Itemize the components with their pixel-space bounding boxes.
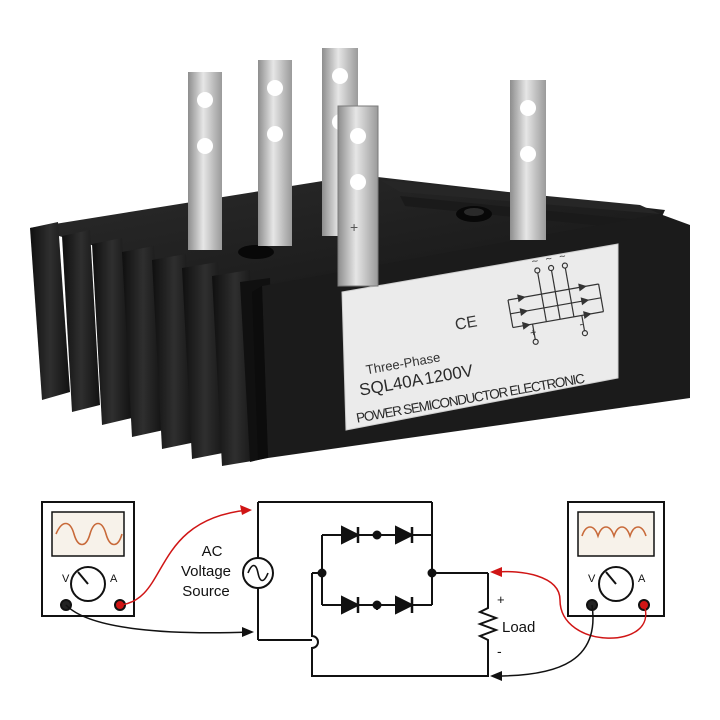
label-minus: - bbox=[578, 318, 584, 331]
load-resistor bbox=[477, 600, 499, 677]
load-plus-label: + bbox=[497, 592, 505, 607]
ac-voltage-source bbox=[242, 501, 432, 641]
terminal-2 bbox=[258, 60, 292, 246]
source-label-line3: Source bbox=[182, 583, 230, 600]
ce-mark: CE bbox=[454, 313, 479, 334]
svg-text:+: + bbox=[350, 219, 358, 235]
diode-4 bbox=[395, 595, 415, 615]
meter-left: V A bbox=[41, 501, 135, 617]
probe-right-black bbox=[495, 604, 594, 677]
diode-3 bbox=[341, 595, 361, 615]
meter-left-a-label: A bbox=[110, 573, 118, 585]
meter-right-a-label: A bbox=[638, 573, 646, 585]
load-minus-label: - bbox=[497, 643, 502, 659]
terminal-5 bbox=[510, 80, 546, 240]
label-ac-3: ~ bbox=[558, 250, 566, 263]
label-ac-1: ~ bbox=[531, 255, 539, 268]
probe-left-black bbox=[65, 604, 251, 634]
label-bridge-symbol: ~ ~ ~ + - bbox=[507, 250, 605, 345]
diode-1 bbox=[341, 525, 361, 545]
label-ac-2: ~ bbox=[545, 253, 553, 266]
rectifier-module: Three-Phase SQL40A 1200V POWER SEMICONDU… bbox=[30, 48, 690, 466]
meter-left-v-label: V bbox=[62, 573, 70, 585]
label-plus: + bbox=[529, 327, 537, 340]
probe-right-red bbox=[495, 570, 647, 639]
load-label: Load bbox=[502, 619, 535, 636]
diode-2 bbox=[395, 525, 415, 545]
meter-right-wave bbox=[581, 526, 647, 539]
source-label-line1: AC bbox=[202, 543, 223, 560]
meter-right: V A bbox=[567, 501, 665, 617]
meter-right-v-label: V bbox=[588, 573, 596, 585]
source-label-line2: Voltage bbox=[181, 563, 231, 580]
bridge-rectifier bbox=[311, 502, 489, 677]
meter-left-wave bbox=[55, 522, 123, 546]
mount-hole-left bbox=[238, 245, 274, 259]
probe-left-red bbox=[119, 509, 249, 606]
terminal-4: + bbox=[337, 105, 379, 287]
circuit-diagram: V A AC Voltage Source bbox=[41, 501, 665, 681]
product-label: Three-Phase SQL40A 1200V POWER SEMICONDU… bbox=[341, 243, 619, 431]
terminal-1 bbox=[188, 72, 222, 250]
